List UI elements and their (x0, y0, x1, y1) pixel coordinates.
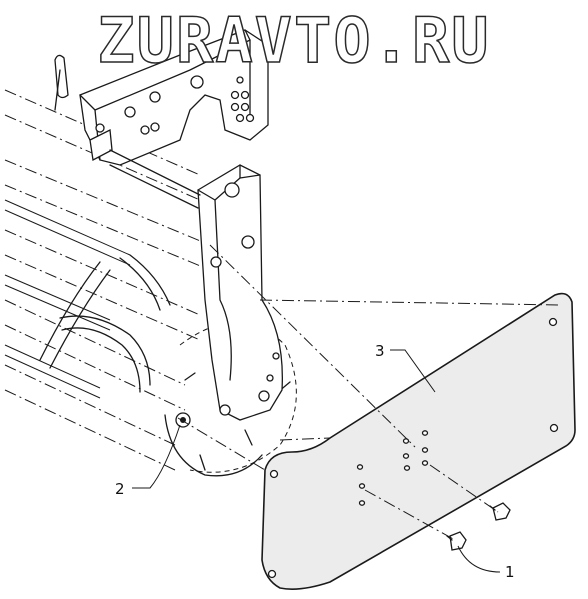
watermark-text: ZURAVTO.RU (97, 4, 490, 77)
part-3-cover-plate (261, 292, 576, 590)
callout-2: 2 (115, 424, 181, 498)
reel-spider-arms (39, 254, 171, 393)
callout-3-label: 3 (375, 342, 385, 360)
end-support-plate (109, 149, 283, 421)
callout-1-label: 1 (505, 563, 515, 581)
part-2-nut (175, 412, 191, 428)
callout-3: 3 (375, 342, 436, 393)
cover-plate-holes (356, 430, 429, 506)
upper-bracket (54, 29, 269, 166)
assembly-lines (177, 244, 561, 541)
callout-1: 1 (457, 545, 515, 581)
callout-2-label: 2 (115, 480, 125, 498)
